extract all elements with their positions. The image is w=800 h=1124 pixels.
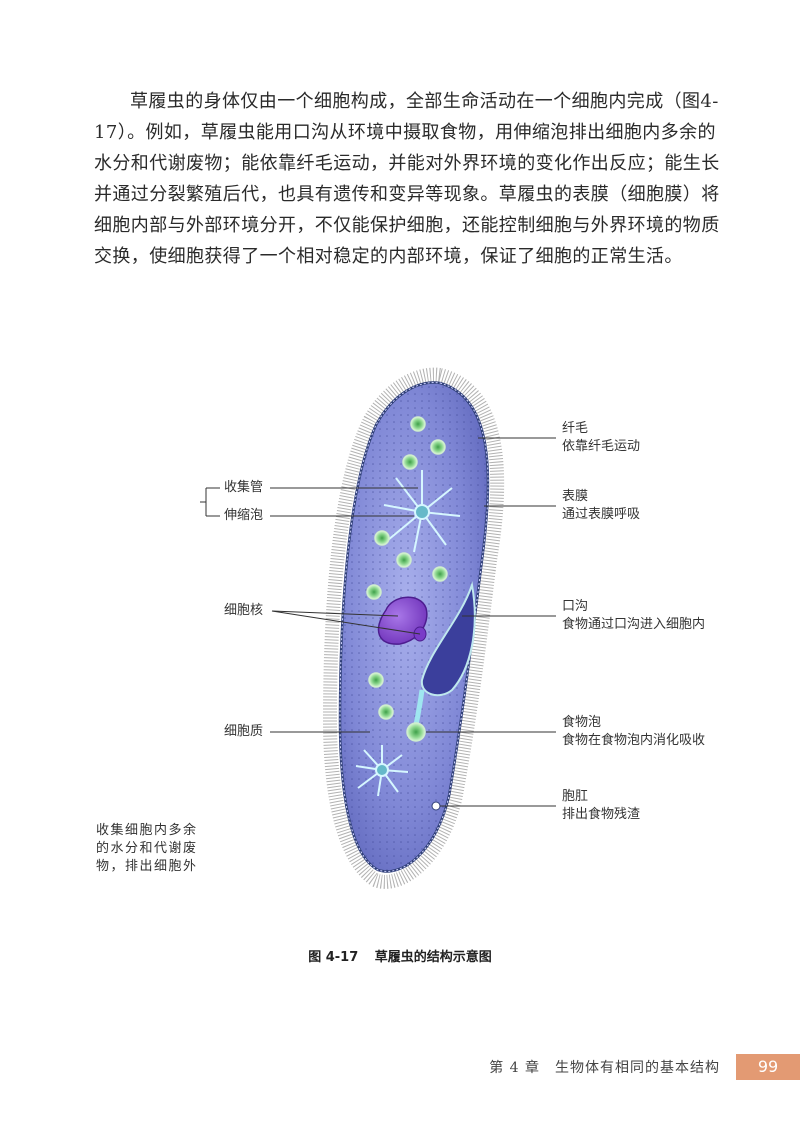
- anal-pore: [431, 801, 441, 811]
- caption-number: 图 4-17: [308, 950, 359, 965]
- oral-groove: [420, 581, 476, 697]
- paramecium-diagram: [200, 367, 556, 889]
- label-food-vacuole-desc: 食物在食物泡内消化吸收: [562, 733, 706, 748]
- contractile-vacuole-bottom: [355, 745, 409, 797]
- label-oral-groove-desc: 食物通过口沟进入细胞内: [562, 617, 706, 632]
- contractile-function-note: 收集细胞内多余的水分和代谢废物，排出细胞外: [96, 823, 196, 874]
- label-cilia-desc: 依靠纤毛运动: [562, 439, 641, 454]
- page-footer: 第 4 章 生物体有相同的基本结构 99: [489, 1054, 800, 1080]
- label-anal-pore-desc: 排出食物残渣: [562, 807, 641, 822]
- footer-chapter: 第 4 章 生物体有相同的基本结构: [489, 1060, 720, 1076]
- label-collecting-tube: 收集管: [224, 480, 264, 495]
- caption-title: 草履虫的结构示意图: [374, 950, 492, 965]
- label-oral-groove: 口沟: [562, 599, 589, 614]
- body-paragraph: 草履虫的身体仅由一个细胞构成，全部生命活动在一个细胞内完成（图4-17）。例如，…: [94, 91, 720, 267]
- figure-caption: 图 4-17 草履虫的结构示意图: [0, 946, 800, 965]
- label-cytoplasm: 细胞质: [224, 724, 264, 739]
- label-nucleus: 细胞核: [224, 603, 264, 618]
- label-membrane: 表膜: [562, 489, 589, 504]
- page-number: 99: [736, 1054, 800, 1080]
- label-contractile-vacuole: 伸缩泡: [224, 508, 264, 523]
- label-cilia: 纤毛: [562, 421, 589, 436]
- cilia: [322, 367, 505, 889]
- paramecium-figure: 收集细胞内多余的水分和代谢废物，排出细胞外 收集管 伸缩泡 细胞核 细胞质 纤毛…: [0, 360, 800, 900]
- leader-lines: [200, 437, 556, 807]
- contractile-vacuole-top: [383, 470, 461, 553]
- label-membrane-desc: 通过表膜呼吸: [562, 507, 641, 522]
- label-anal-pore: 胞肛: [562, 789, 589, 804]
- label-food-vacuole: 食物泡: [562, 715, 602, 730]
- food-vacuoles: [366, 416, 448, 742]
